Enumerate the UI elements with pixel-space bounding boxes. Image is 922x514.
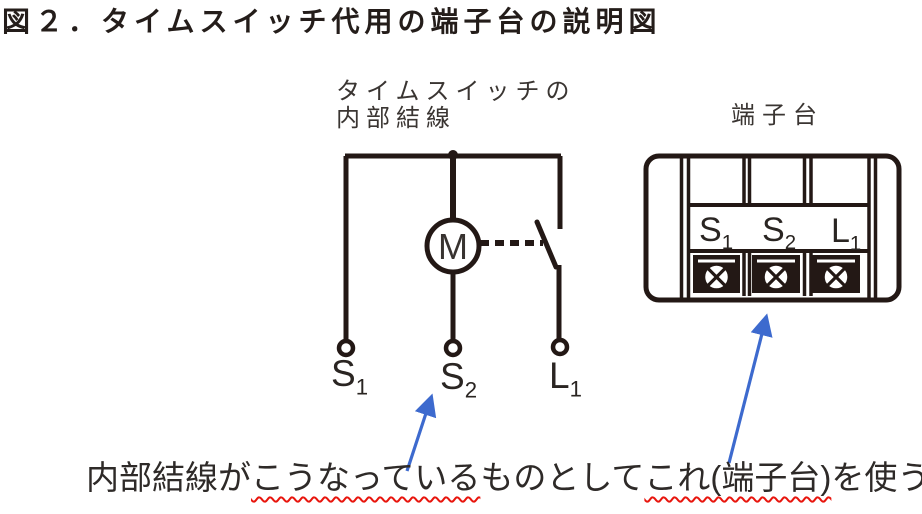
caption-part2: ものとして <box>480 459 645 496</box>
caption-wavy1: こうなっている <box>251 459 481 496</box>
circuit-terminal-label-s1: S1 <box>331 353 369 400</box>
circuit-terminal-label-s1-sub: 1 <box>355 374 369 400</box>
block-terminal-label-s1-sub: 1 <box>721 231 734 254</box>
circuit-terminal-label-s2: S2 <box>440 356 478 403</box>
motor-label: M <box>438 226 468 267</box>
screw-slot-s1-b <box>706 267 727 287</box>
block-terminal-label-l1: L1 <box>831 212 861 256</box>
timeswitch-wiring-label: タイムスイッチの 内部結線 <box>336 79 576 133</box>
terminal-block-label: 端子台 <box>731 102 824 129</box>
circuit-terminal-label-s2-sub: 2 <box>464 377 478 403</box>
block-terminal-label-s1-base: S <box>699 211 722 249</box>
annotation-arrow-to-terminal-block <box>727 313 773 464</box>
block-terminal-label-s2: S2 <box>762 211 796 255</box>
circuit-terminal-label-s2-base: S <box>440 356 465 397</box>
screw-terminal-l1 <box>812 255 860 293</box>
block-terminal-label-s2-sub: 2 <box>784 231 797 254</box>
caption: 内部結線がこうなっているものとしてこれ(端子台)を使う <box>86 459 922 496</box>
timeswitch-wiring-label-line2: 内部結線 <box>336 105 456 133</box>
switch-blade <box>534 219 559 270</box>
screw-terminal-s1 <box>693 255 740 293</box>
block-terminal-label-s1: S1 <box>699 211 733 255</box>
figure-title: 図２．タイムスイッチ代用の端子台の説明図 <box>2 6 662 37</box>
terminal-block-drawing <box>643 153 902 303</box>
caption-part3: を使う <box>831 459 922 496</box>
timeswitch-circuit <box>336 150 570 358</box>
circuit-terminal-label-l1-base: L <box>549 355 570 396</box>
annotation-arrow-to-s2 <box>405 393 437 472</box>
screw-terminal-s2 <box>752 255 800 293</box>
screw-slot-s2-b <box>766 267 786 287</box>
circuit-terminal-label-l1: L1 <box>549 355 582 402</box>
terminal-node-s1 <box>336 338 356 358</box>
block-terminal-label-l1-base: L <box>831 212 850 250</box>
block-terminal-label-l1-sub: 1 <box>849 232 862 255</box>
terminal-node-s2 <box>443 338 463 358</box>
timeswitch-wiring-label-line1: タイムスイッチの <box>336 78 576 105</box>
circuit-terminal-label-s1-base: S <box>331 353 356 394</box>
screw-slot-l1-b <box>826 267 846 287</box>
circuit-terminal-label-l1-sub: 1 <box>569 376 582 402</box>
terminal-node-l1 <box>550 337 570 357</box>
caption-wavy2: これ(端子台) <box>644 459 832 496</box>
caption-part1: 内部結線が <box>86 459 251 496</box>
block-terminal-label-s2-base: S <box>762 211 785 249</box>
